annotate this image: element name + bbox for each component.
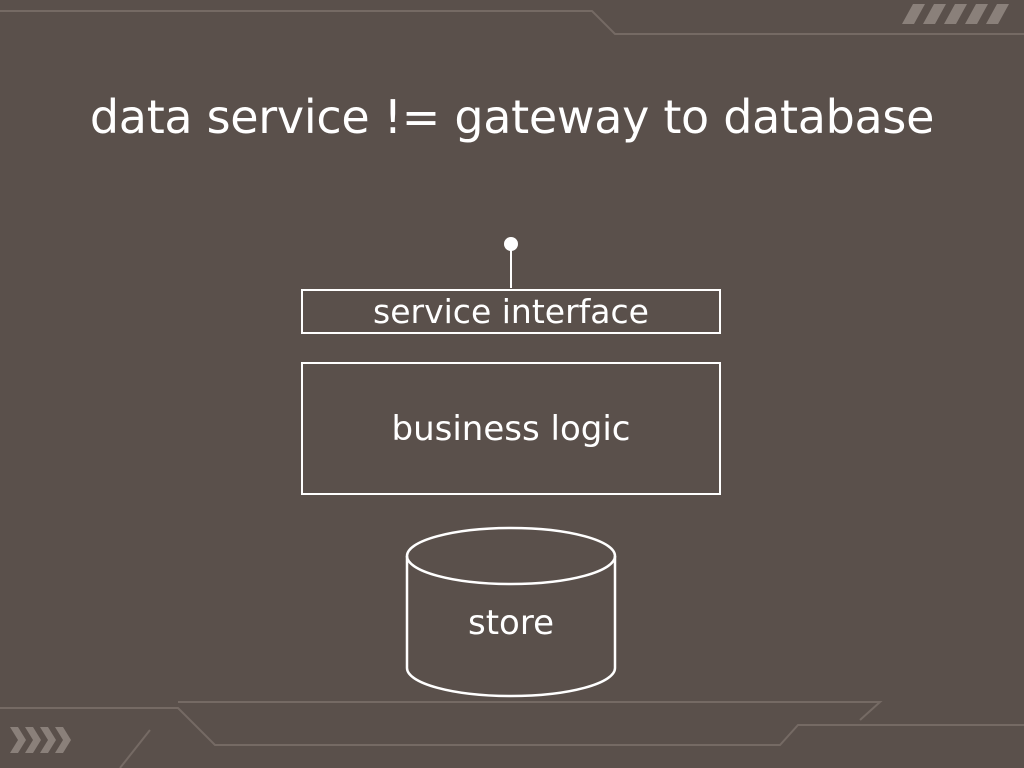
store-label: store <box>468 603 554 643</box>
business-logic-box: business logic <box>301 362 721 495</box>
bottom-frame-diagonal <box>119 729 151 768</box>
store-cylinder-icon <box>405 526 617 698</box>
top-right-stripes-icon <box>902 4 1009 24</box>
bottom-frame-line-lower <box>178 701 883 721</box>
bottom-left-chevrons-icon <box>10 727 71 753</box>
service-interface-label: service interface <box>373 292 649 331</box>
service-interface-box: service interface <box>301 289 721 334</box>
interface-connector-line <box>510 246 512 288</box>
slide-title: data service != gateway to database <box>89 90 935 144</box>
interface-endpoint-icon <box>504 237 518 251</box>
business-logic-label: business logic <box>391 408 631 449</box>
bottom-frame-line-upper <box>0 707 1024 746</box>
top-frame-line <box>0 10 1024 35</box>
